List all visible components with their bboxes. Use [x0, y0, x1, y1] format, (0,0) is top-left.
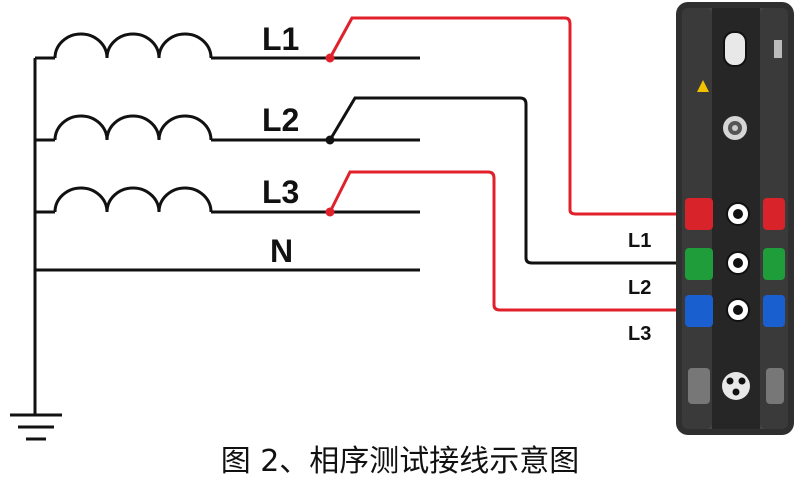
junction-dot-l3: [325, 207, 335, 217]
lead-l3-red: [328, 170, 738, 312]
port-tab-red-right: [763, 198, 785, 230]
terminal-label-l2: L2: [628, 277, 651, 299]
usb-c-port: [723, 31, 747, 67]
port-tab-red-left: [685, 198, 713, 230]
figure-caption: 图 2、相序测试接线示意图: [220, 444, 580, 479]
line-label-l1: L1: [262, 21, 299, 57]
coil-l2: [53, 114, 420, 142]
bottom-button-left: [688, 368, 710, 404]
warning-icon: [697, 80, 709, 92]
junction-dot-l1: [325, 53, 335, 63]
bottom-button-right: [766, 368, 784, 404]
terminal-label-l1: L1: [628, 230, 651, 252]
junction-dot-l2: [325, 135, 335, 145]
ground-bus: [33, 56, 420, 415]
lead-l1-red: [328, 16, 738, 216]
sensor-port: [722, 372, 750, 400]
line-label-l3: L3: [262, 174, 299, 210]
port-tab-blue-right: [763, 295, 785, 327]
coil-l1: [53, 32, 420, 60]
ground-symbol: [10, 413, 62, 441]
port-tab-green-left: [685, 248, 713, 280]
lead-l2-black: [328, 96, 738, 265]
port-tab-blue-left: [685, 295, 713, 327]
terminal-label-l3: L3: [628, 323, 651, 345]
line-label-l2: L2: [262, 102, 299, 138]
port-tab-green-right: [763, 248, 785, 280]
tester-device: [676, 2, 794, 435]
coil-l3: [53, 186, 420, 214]
line-label-n: N: [270, 233, 293, 269]
